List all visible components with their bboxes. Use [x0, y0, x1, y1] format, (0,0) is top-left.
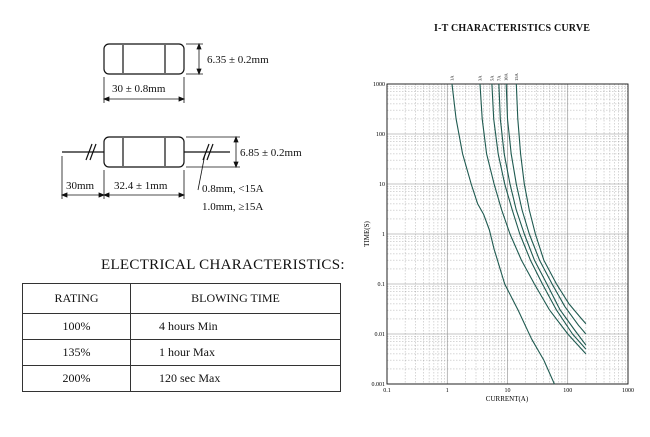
x-tick-label: 1 — [446, 388, 449, 394]
fuse-dimension-drawing — [60, 42, 240, 199]
it-curve-chart: 0.1 1 10 100 1000 0.001 0.01 0.1 1 10 100 1000 1A 3A… — [363, 73, 635, 404]
y-tick-label: 0.01 — [375, 332, 386, 338]
body-diameter-label: 6.35 ± 0.2mm — [207, 54, 269, 66]
x-tick-label: 100 — [563, 388, 572, 394]
fuse-leaded-dim-lines — [60, 135, 240, 199]
leaded-diameter-label: 6.85 ± 0.2mm — [240, 147, 302, 159]
table-row: 100% 4 hours Min — [22, 313, 341, 340]
x-tick-label: 0.1 — [383, 388, 391, 394]
y-tick-label: 10 — [379, 182, 385, 188]
plot-frame — [386, 83, 629, 385]
x-axis-label: CURRENT(A) — [486, 395, 529, 403]
electrical-table: RATING BLOWING TIME 100% 4 hours Min 135… — [22, 283, 341, 392]
blowing-time-cell: 1 hour Max — [130, 339, 341, 366]
lead-diameter-low-label: 0.8mm, <15A — [202, 183, 264, 195]
x-tick-label: 1000 — [622, 388, 634, 394]
electrical-title: ELECTRICAL CHARACTERISTICS: — [101, 257, 345, 273]
fuse-leaded — [62, 136, 230, 168]
series-label-10A: 10A — [504, 73, 509, 82]
y-tick-label: 0.1 — [378, 282, 386, 288]
body-length-label: 30 ± 0.8mm — [112, 83, 166, 95]
rating-header: RATING — [22, 283, 131, 314]
series-line-5A — [491, 83, 587, 350]
series-line-10A — [505, 83, 587, 335]
y-tick-label: 100 — [376, 132, 385, 138]
series-label-3A: 3A — [478, 75, 483, 81]
table-row: 135% 1 hour Max — [22, 339, 341, 366]
chart-title: I-T CHARACTERISTICS CURVE — [434, 23, 591, 34]
chart-grid — [386, 84, 628, 385]
series-line-15A — [515, 83, 587, 325]
leaded-body-length-label: 32.4 ± 1mm — [114, 180, 168, 192]
y-tick-label: 1 — [382, 232, 385, 238]
lead-length-label: 30mm — [66, 180, 95, 192]
y-tick-label: 0.001 — [372, 382, 386, 388]
series-line-3A — [479, 83, 587, 355]
rating-cell: 135% — [22, 339, 131, 366]
fuse-top-dim-lines — [102, 42, 203, 103]
series-line-7A — [498, 83, 587, 346]
series-line-1A — [451, 83, 555, 385]
x-tick-label: 10 — [505, 388, 511, 394]
y-axis-label: TIME(S) — [363, 221, 371, 247]
blowing-time-cell: 4 hours Min — [130, 313, 341, 340]
series-label-1A: 1A — [450, 75, 455, 81]
blowing-time-cell: 120 sec Max — [130, 365, 341, 392]
chart-ticks: 0.1 1 10 100 1000 0.001 0.01 0.1 1 10 100 1000 — [372, 82, 635, 394]
fuse-top — [103, 43, 185, 75]
series-label-5A: 5A — [489, 75, 494, 81]
table-row: 200% 120 sec Max — [22, 365, 341, 392]
table-header-row: RATING BLOWING TIME — [22, 283, 341, 314]
rating-cell: 200% — [22, 365, 131, 392]
rating-cell: 100% — [22, 313, 131, 340]
y-tick-label: 1000 — [373, 82, 385, 88]
lead-diameter-high-label: 1.0mm, ≥15A — [202, 201, 264, 213]
blowing-time-header: BLOWING TIME — [130, 283, 341, 314]
series-label-7A: 7A — [496, 75, 501, 81]
series-label-15A: 15A — [514, 73, 519, 82]
